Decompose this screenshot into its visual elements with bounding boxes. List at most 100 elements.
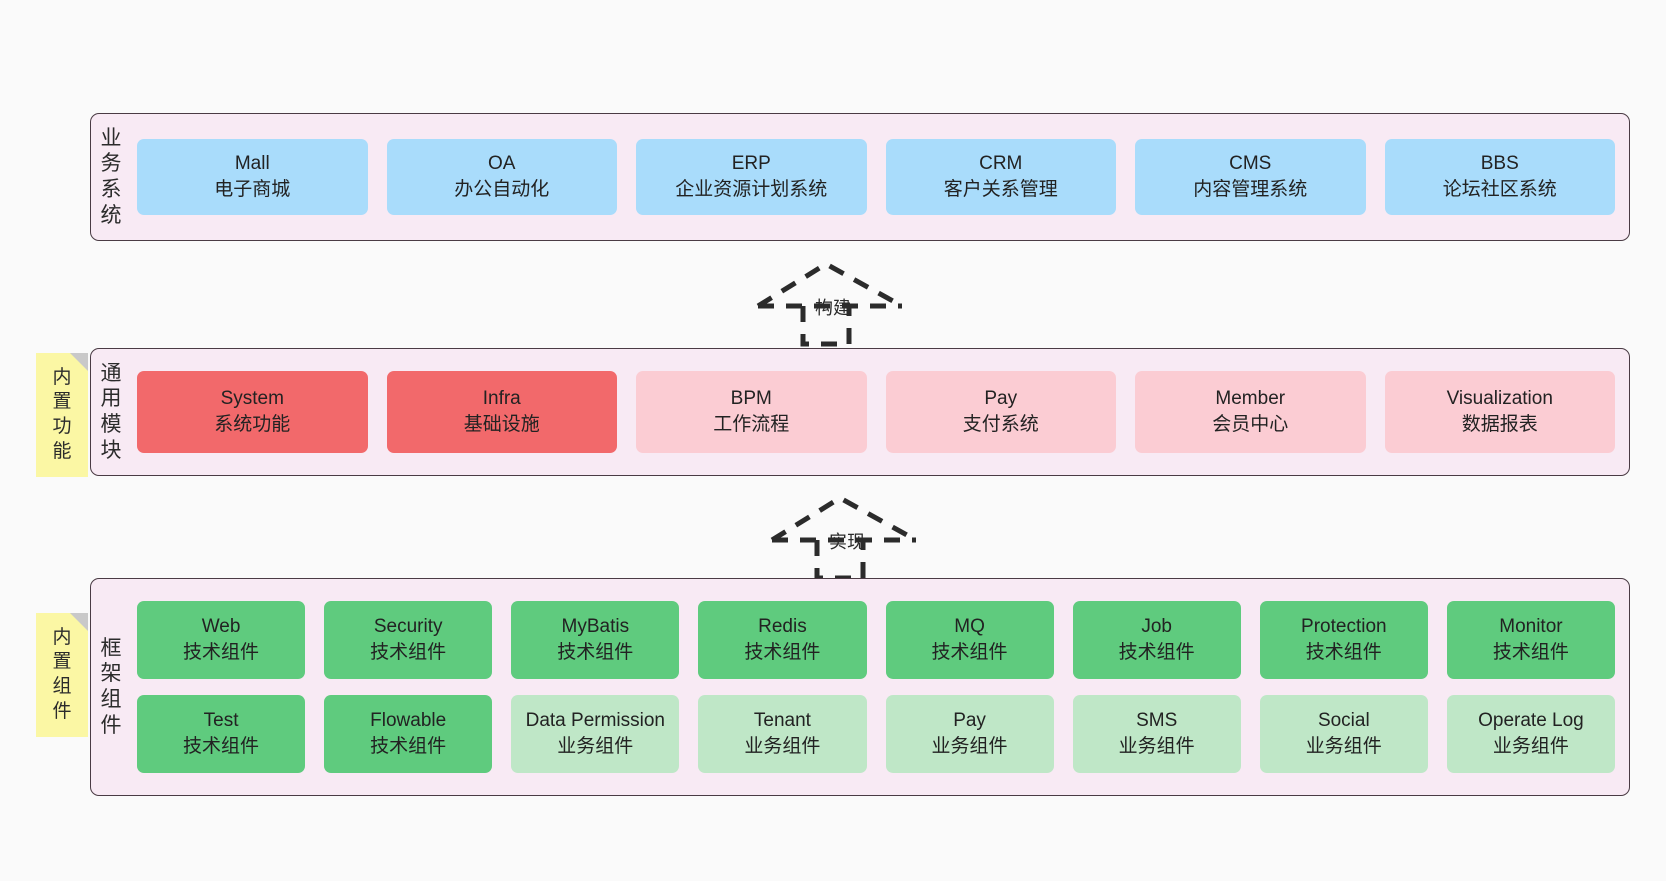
card-title: CMS xyxy=(1229,153,1272,175)
module-card-mall[interactable]: Mall 电子商城 xyxy=(137,139,368,215)
card-subtitle: 业务组件 xyxy=(1305,736,1382,757)
module-card-erp[interactable]: ERP 企业资源计划系统 xyxy=(636,139,867,215)
card-subtitle: 电子商城 xyxy=(214,179,291,200)
card-subtitle: 客户关系管理 xyxy=(943,179,1058,200)
module-card-pay[interactable]: Pay 支付系统 xyxy=(885,371,1116,453)
module-card-cms[interactable]: CMS 内容管理系统 xyxy=(1135,139,1366,215)
note-char: 内 xyxy=(52,626,72,648)
note-char: 组 xyxy=(52,676,72,697)
card-subtitle: 技术组件 xyxy=(183,642,260,663)
component-card-job[interactable]: Job 技术组件 xyxy=(1072,601,1241,679)
label-char: 模 xyxy=(100,413,122,436)
card-title: Job xyxy=(1141,616,1172,638)
connector-build-label: 构建 xyxy=(815,298,851,318)
card-title: MQ xyxy=(954,616,985,638)
card-subtitle: 会员中心 xyxy=(1212,414,1289,435)
card-title: BPM xyxy=(730,388,772,410)
card-title: Operate Log xyxy=(1478,710,1584,732)
layer-body-business-system: Mall 电子商城 OA 办公自动化 ERP 企业资源计划系统 CRM 客户关系… xyxy=(131,114,1629,240)
module-card-oa[interactable]: OA 办公自动化 xyxy=(386,139,617,215)
label-char: 件 xyxy=(100,713,122,737)
card-title: Social xyxy=(1317,710,1370,732)
label-char: 务 xyxy=(100,152,122,176)
connector-implement-label: 实现 xyxy=(829,532,865,552)
component-card-web[interactable]: Web 技术组件 xyxy=(137,601,306,679)
label-char: 架 xyxy=(100,662,122,686)
note-char: 功 xyxy=(52,416,72,437)
card-title: Web xyxy=(201,616,241,638)
card-subtitle: 工作流程 xyxy=(713,414,790,435)
layer-label-common-module: 通 用 模 块 xyxy=(91,349,131,475)
card-title: Pay xyxy=(984,388,1018,410)
card-subtitle: 技术组件 xyxy=(1118,642,1195,663)
label-char: 框 xyxy=(100,636,122,660)
module-card-crm[interactable]: CRM 客户关系管理 xyxy=(885,139,1116,215)
card-title: Test xyxy=(203,710,239,732)
component-card-operate-log[interactable]: Operate Log 业务组件 xyxy=(1446,695,1615,773)
component-card-protection[interactable]: Protection 技术组件 xyxy=(1259,601,1428,679)
component-card-mybatis[interactable]: MyBatis 技术组件 xyxy=(511,601,680,679)
card-title: Redis xyxy=(758,616,807,638)
module-card-bbs[interactable]: BBS 论坛社区系统 xyxy=(1384,139,1615,215)
note-char: 件 xyxy=(52,700,72,722)
card-title: OA xyxy=(488,153,516,175)
card-subtitle: 技术组件 xyxy=(370,642,447,663)
note-fold-corner xyxy=(70,613,88,631)
label-char: 通 xyxy=(100,361,122,385)
card-subtitle: 系统功能 xyxy=(214,414,291,435)
card-subtitle: 技术组件 xyxy=(370,736,447,757)
card-subtitle: 技术组件 xyxy=(183,736,260,757)
component-card-security[interactable]: Security 技术组件 xyxy=(324,601,493,679)
card-subtitle: 支付系统 xyxy=(962,414,1039,435)
module-card-infra[interactable]: Infra 基础设施 xyxy=(386,371,617,453)
card-title: Data Permission xyxy=(525,710,665,732)
card-subtitle: 业务组件 xyxy=(744,736,821,757)
card-subtitle: 技术组件 xyxy=(557,642,634,663)
component-card-redis[interactable]: Redis 技术组件 xyxy=(698,601,867,679)
component-card-mq[interactable]: MQ 技术组件 xyxy=(885,601,1054,679)
card-title: Mall xyxy=(234,153,270,175)
card-subtitle: 内容管理系统 xyxy=(1193,179,1308,200)
layer-body-common-module: System 系统功能 Infra 基础设施 BPM 工作流程 Pay 支付系统… xyxy=(131,349,1629,475)
note-char: 内 xyxy=(52,366,72,388)
card-title: ERP xyxy=(731,153,771,175)
component-card-sms[interactable]: SMS 业务组件 xyxy=(1072,695,1241,773)
note-char: 置 xyxy=(52,651,72,673)
card-subtitle: 业务组件 xyxy=(1118,736,1195,757)
card-subtitle: 业务组件 xyxy=(1492,736,1569,757)
layer-body-framework-component: Web 技术组件 Security 技术组件 MyBatis 技术组件 Redi… xyxy=(131,579,1629,795)
card-title: SMS xyxy=(1136,710,1178,732)
card-subtitle: 业务组件 xyxy=(557,736,634,757)
module-card-visualization[interactable]: Visualization 数据报表 xyxy=(1384,371,1615,453)
card-title: MyBatis xyxy=(561,616,630,638)
label-char: 系 xyxy=(100,178,122,201)
component-card-monitor[interactable]: Monitor 技术组件 xyxy=(1446,601,1615,679)
card-subtitle: 技术组件 xyxy=(1305,642,1382,663)
card-title: Security xyxy=(373,616,443,638)
card-subtitle: 办公自动化 xyxy=(454,179,550,200)
component-card-data-permission[interactable]: Data Permission 业务组件 xyxy=(511,695,680,773)
card-subtitle: 技术组件 xyxy=(744,642,821,663)
component-card-social[interactable]: Social 业务组件 xyxy=(1259,695,1428,773)
sticky-note-builtin-feature: 内 置 功 能 xyxy=(36,353,88,477)
component-card-test[interactable]: Test 技术组件 xyxy=(137,695,306,773)
note-fold-corner xyxy=(70,353,88,371)
card-subtitle: 论坛社区系统 xyxy=(1442,179,1557,200)
note-char: 置 xyxy=(52,391,72,413)
card-title: Pay xyxy=(953,710,986,732)
card-title: Tenant xyxy=(753,710,811,732)
row: Test 技术组件 Flowable 技术组件 Data Permission … xyxy=(137,695,1615,773)
module-card-member[interactable]: Member 会员中心 xyxy=(1135,371,1366,453)
card-subtitle: 基础设施 xyxy=(463,414,540,435)
module-card-system[interactable]: System 系统功能 xyxy=(137,371,368,453)
component-card-tenant[interactable]: Tenant 业务组件 xyxy=(698,695,867,773)
note-char: 能 xyxy=(52,440,72,462)
label-char: 业 xyxy=(100,126,122,150)
card-subtitle: 技术组件 xyxy=(931,642,1008,663)
module-card-bpm[interactable]: BPM 工作流程 xyxy=(636,371,867,453)
label-char: 组 xyxy=(100,688,122,711)
component-card-pay[interactable]: Pay 业务组件 xyxy=(885,695,1054,773)
card-subtitle: 业务组件 xyxy=(931,736,1008,757)
card-title: Monitor xyxy=(1499,616,1563,638)
component-card-flowable[interactable]: Flowable 技术组件 xyxy=(324,695,493,773)
